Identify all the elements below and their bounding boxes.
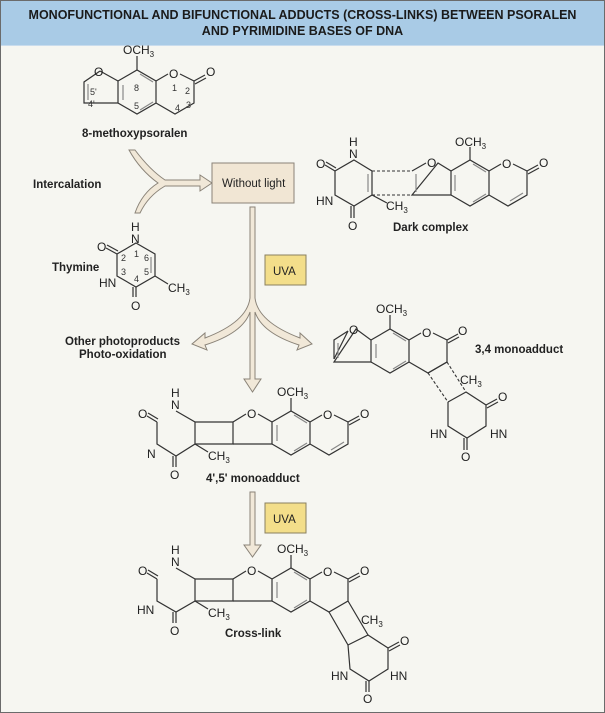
thymine-h: H bbox=[131, 220, 140, 234]
thymine-o2: O bbox=[97, 240, 106, 254]
psoralen-carbonyl-o: O bbox=[206, 65, 215, 79]
thymine-num-5: 5 bbox=[144, 267, 149, 277]
dark-complex-o-bottom: O bbox=[348, 219, 357, 233]
label-uva-1: UVA bbox=[273, 266, 296, 278]
thymine-hn3: HN bbox=[99, 276, 116, 290]
label-dark-complex: Dark complex bbox=[393, 222, 469, 234]
figure-header: MONOFUNCTIONAL AND BIFUNCTIONAL ADDUCTS … bbox=[1, 1, 604, 46]
psoralen-o-furan: O bbox=[94, 65, 103, 79]
crosslink-ch3-left: CH3 bbox=[208, 606, 230, 622]
thymine-ch3: CH3 bbox=[168, 281, 190, 297]
monoadduct-34-o-ring: O bbox=[422, 326, 431, 340]
crosslink-o-carbonyl: O bbox=[360, 564, 369, 578]
monoadduct-45-ch3: CH3 bbox=[208, 449, 230, 465]
monoadduct-45-o-furan: O bbox=[247, 407, 256, 421]
crosslink-structure bbox=[146, 555, 401, 692]
psoralen-num-3: 3 bbox=[186, 100, 191, 110]
monoadduct-45-o-left: O bbox=[138, 407, 147, 421]
figure-title-line-1: MONOFUNCTIONAL AND BIFUNCTIONAL ADDUCTS … bbox=[28, 8, 577, 22]
uva-box-2 bbox=[264, 502, 307, 534]
label-intercalation: Intercalation bbox=[33, 179, 101, 191]
dark-complex-och3: OCH3 bbox=[455, 135, 487, 151]
dark-complex-o-ring: O bbox=[502, 157, 511, 171]
dark-complex-o-carbonyl: O bbox=[539, 156, 548, 170]
psoralen-num-8: 8 bbox=[134, 83, 139, 93]
monoadduct-34-ch3: CH3 bbox=[460, 373, 482, 389]
uva-split-arrow bbox=[191, 206, 313, 393]
figure-title: MONOFUNCTIONAL AND BIFUNCTIONAL ADDUCTS … bbox=[1, 7, 604, 39]
crosslink-ch3-right: CH3 bbox=[361, 613, 383, 629]
dark-complex-o-left: O bbox=[316, 157, 325, 171]
crosslink-hn-bottom-left: HN bbox=[331, 669, 348, 683]
label-uva-2: UVA bbox=[273, 514, 296, 526]
crosslink-o-left: O bbox=[138, 564, 147, 578]
dark-complex-o-furan: O bbox=[427, 156, 436, 170]
dark-complex-h: H bbox=[349, 135, 358, 149]
thymine-num-6: 6 bbox=[144, 253, 149, 263]
intercalation-arrow bbox=[128, 149, 213, 214]
monoadduct-34-o-carbonyl: O bbox=[458, 324, 467, 338]
crosslink-o-bottom-left: O bbox=[170, 624, 179, 638]
crosslink-o-furan: O bbox=[247, 564, 256, 578]
monoadduct-34-och3: OCH3 bbox=[376, 302, 408, 318]
monoadduct-45-h: H bbox=[171, 386, 180, 400]
psoralen-structure bbox=[83, 56, 207, 115]
crosslink-h: H bbox=[171, 543, 180, 557]
dark-complex-ch3: CH3 bbox=[386, 199, 408, 215]
thymine-num-2: 2 bbox=[121, 253, 126, 263]
psoralen-num-4prime: 4' bbox=[88, 99, 95, 109]
crosslink-n-top: N bbox=[171, 555, 180, 569]
crosslink-o-bottom: O bbox=[363, 692, 372, 706]
thymine-num-3: 3 bbox=[121, 267, 126, 277]
crosslink-o-right: O bbox=[400, 634, 409, 648]
monoadduct-45-structure bbox=[146, 398, 361, 467]
monoadduct-45-och3: OCH3 bbox=[277, 385, 309, 401]
monoadduct-45-n-left: N bbox=[147, 447, 156, 461]
monoadduct-34-structure bbox=[332, 315, 499, 450]
thymine-n1: N bbox=[131, 232, 140, 246]
label-8-methoxypsoralen: 8-methoxypsoralen bbox=[82, 128, 187, 140]
psoralen-o-ring: O bbox=[169, 67, 178, 81]
monoadduct-34-hn-right: HN bbox=[490, 427, 507, 441]
label-without-light: Without light bbox=[222, 178, 286, 190]
psoralen-num-5: 5 bbox=[134, 101, 139, 111]
monoadduct-34-hn-left: HN bbox=[430, 427, 447, 441]
uva-box-1 bbox=[264, 254, 307, 286]
label-thymine: Thymine bbox=[52, 262, 99, 274]
thymine-structure bbox=[105, 242, 169, 297]
label-4-5-monoadduct: 4',5' monoadduct bbox=[206, 473, 300, 485]
monoadduct-45-o-bottom: O bbox=[170, 468, 179, 482]
label-photo-oxidation: Photo-oxidation bbox=[79, 349, 167, 361]
monoadduct-34-o-furan: O bbox=[349, 323, 358, 337]
monoadduct-45-o-ring: O bbox=[323, 408, 332, 422]
psoralen-och3: OCH3 bbox=[123, 43, 155, 59]
thymine-num-4: 4 bbox=[134, 274, 139, 284]
crosslink-arrow bbox=[243, 491, 262, 558]
monoadduct-45-n-top: N bbox=[171, 398, 180, 412]
crosslink-och3: OCH3 bbox=[277, 542, 309, 558]
psoralen-num-1: 1 bbox=[172, 83, 177, 93]
thymine-num-1: 1 bbox=[134, 249, 139, 259]
dark-complex-n: N bbox=[349, 147, 358, 161]
crosslink-hn-left: HN bbox=[137, 603, 154, 617]
monoadduct-34-o-bottom: O bbox=[461, 450, 470, 464]
psoralen-num-5prime: 5' bbox=[90, 87, 97, 97]
figure-title-line-2: AND PYRIMIDINE BASES OF DNA bbox=[201, 24, 404, 38]
crosslink-hn-bottom-right: HN bbox=[390, 669, 407, 683]
monoadduct-34-o-right: O bbox=[498, 390, 507, 404]
monoadduct-45-o-carbonyl: O bbox=[360, 407, 369, 421]
without-light-box bbox=[211, 162, 295, 204]
dark-complex-hn: HN bbox=[316, 194, 333, 208]
label-3-4-monoadduct: 3,4 monoadduct bbox=[475, 344, 563, 356]
psoralen-num-4: 4 bbox=[175, 103, 180, 113]
label-other-photoproducts: Other photoproducts bbox=[65, 336, 180, 348]
psoralen-num-2: 2 bbox=[185, 86, 190, 96]
dark-complex-structure bbox=[324, 147, 540, 218]
crosslink-o-ring: O bbox=[323, 565, 332, 579]
label-cross-link: Cross-link bbox=[225, 628, 282, 640]
thymine-o4: O bbox=[131, 299, 140, 313]
